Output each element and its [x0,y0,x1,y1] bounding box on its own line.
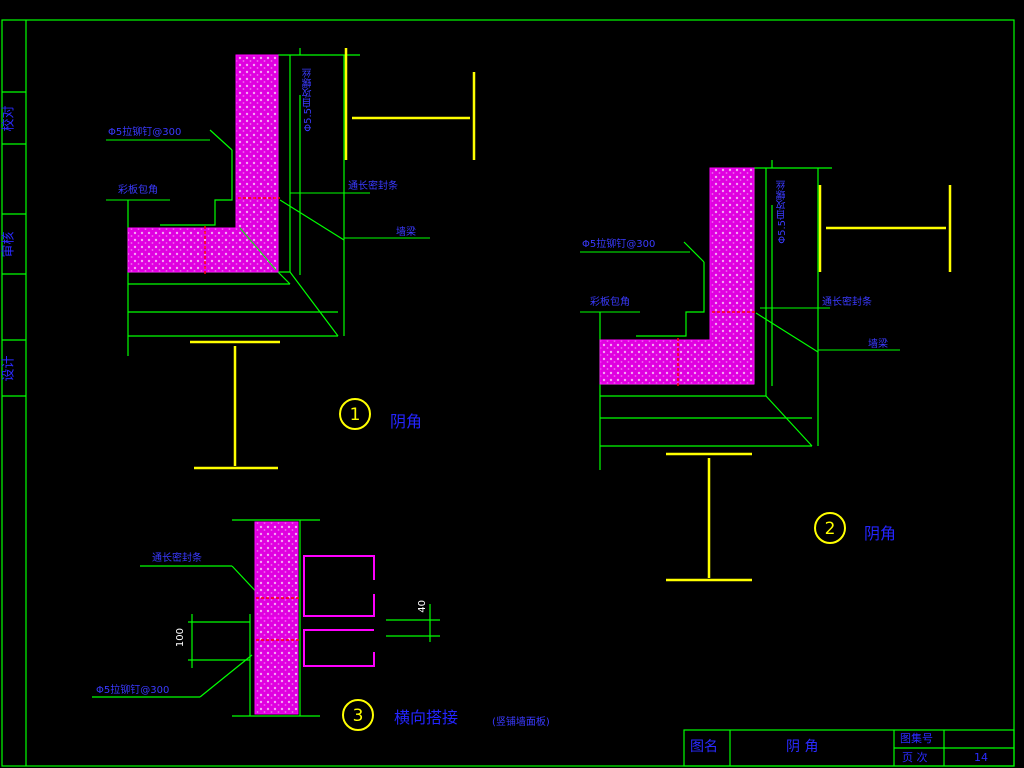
detail-3-rivet-label: Φ5拉铆钉@300 [96,685,170,696]
title-block-name-label: 图名 [690,739,718,755]
detail-1-foam-panel [127,54,279,273]
detail-1-beam-label: 墙梁 [396,227,416,238]
circle-numbers: 1 2 3 [350,405,836,726]
title-block-drawing-name: 阴 角 [786,739,819,755]
detail-1-steel-sections [190,48,476,470]
detail-3-lap-dimension: 100 [175,628,186,648]
detail-1-red-fastener [204,197,280,276]
detail-3-subtitle: (竖铺墙面板) [492,717,550,728]
detail-3-upper-panel [254,521,299,619]
title-block-atlas-label: 图集号 [900,732,933,745]
detail-3-number: 3 [353,706,364,726]
detail-3-circle [342,699,374,731]
detail-3-structure [92,519,440,717]
detail-1 [106,48,476,470]
detail-2-flashing-label: 彩板包角 [590,297,630,308]
detail-1-title: 阴角 [390,412,423,431]
detail-2-circle [814,512,846,544]
sidebar-check-label: 校对 [1,105,17,132]
detail-2-foam-panel [599,167,755,385]
sidebar-review-label: 审核 [1,231,17,258]
detail-3-seal-label: 通长密封条 [152,553,202,564]
detail-2-rivet-label: Φ5拉铆钉@300 [582,239,656,250]
drawing-frame [1,19,1015,767]
detail-2-steel-sections [666,185,952,582]
detail-3-channels [303,555,375,667]
detail-2-number: 2 [825,519,836,539]
sidebar-design-label: 设计 [1,355,17,382]
detail-2-leaders [580,251,900,351]
detail-1-screw-label: Φ5.5自攻螺丝 [303,68,314,132]
detail-1-rivet-label: Φ5拉铆钉@300 [108,127,182,138]
title-block-page-number: 14 [974,751,988,764]
detail-1-circle [339,398,371,430]
detail-3-lower-panel [254,617,299,715]
detail-1-leaders [106,139,430,239]
detail-2-red-fastener [677,311,756,388]
detail-1-number: 1 [350,405,361,425]
detail-2-seal-label: 通长密封条 [822,297,872,308]
detail-2-title: 阴角 [864,524,897,543]
detail-3-red-fastener [256,597,300,641]
detail-3 [92,519,440,731]
detail-1-seal-label: 通长密封条 [348,181,398,192]
detail-2-screw-label: Φ5.5自攻螺丝 [777,180,788,244]
title-block-page-label: 页 次 [902,751,928,764]
detail-3-title: 横向搭接 [394,708,459,727]
detail-2-beam-label: 墙梁 [868,339,888,350]
detail-3-gap-dimension: 40 [417,600,428,613]
title-block [683,729,1015,767]
detail-2 [580,160,952,582]
detail-1-flashing-label: 彩板包角 [118,185,158,196]
